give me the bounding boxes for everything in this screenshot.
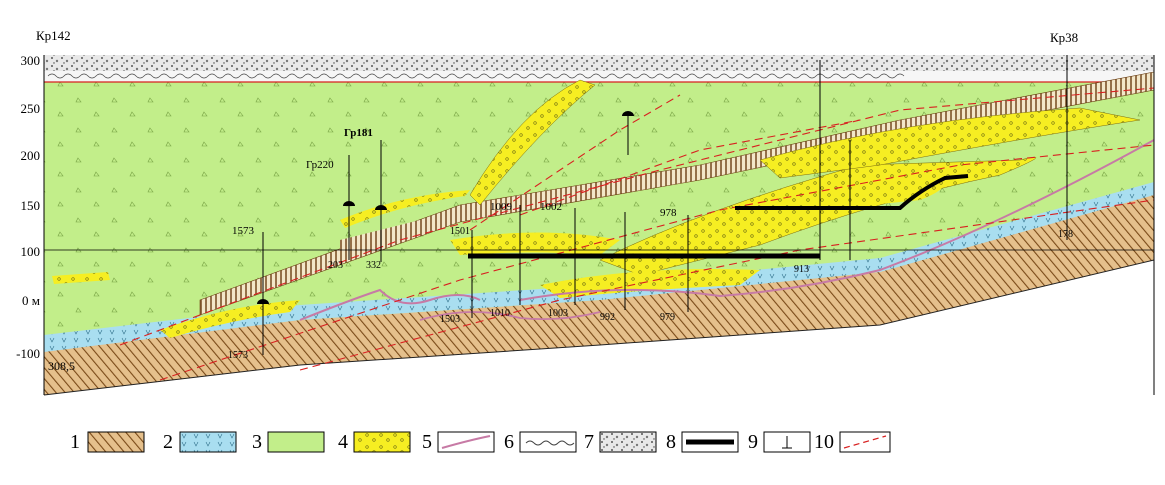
- red-fault-1: [119, 87, 1155, 346]
- wells: [262, 55, 1068, 355]
- yellow-lens-8: [52, 272, 110, 284]
- legend-red-dash: [843, 435, 887, 449]
- well-label-1573-top: 1573: [232, 225, 255, 237]
- well-label-1573-bottom: 1573: [228, 350, 248, 361]
- well-label-979: 979: [660, 312, 675, 323]
- depth-label-300: 300: [21, 53, 41, 68]
- depth-label-150: 150: [21, 198, 41, 213]
- legend-num-3: 3: [252, 431, 262, 453]
- yellow-lens-5: [450, 232, 620, 255]
- bottom-blank: [44, 260, 1154, 395]
- pink-line-3: [419, 311, 601, 321]
- wavy-line: [47, 73, 905, 79]
- depth-label-minus100: -100: [16, 346, 40, 361]
- well-label-kr142: Кр142: [36, 28, 71, 43]
- legend-num-5: 5: [422, 431, 432, 453]
- legend: 1 2 3 4 5 6 7 8 9 10: [70, 431, 891, 453]
- well-label-332: 332: [366, 260, 381, 271]
- yellow-lens-4: [759, 107, 1141, 179]
- well-label-1501: 1501: [450, 226, 470, 237]
- depth-label-100: 100: [21, 244, 41, 259]
- thick-line-2: [735, 174, 969, 210]
- well-label-1009: 1009: [490, 201, 513, 213]
- yellow-lens-7: [160, 300, 300, 338]
- legend-pink-line: [441, 435, 491, 449]
- legend-swatch-4: [353, 431, 411, 453]
- well-label-913: 913: [794, 264, 809, 275]
- depth-label-200: 200: [21, 148, 41, 163]
- legend-swatch-3: [267, 431, 325, 453]
- vertical-hatch-lower: [340, 190, 560, 250]
- well-heads: [257, 111, 634, 304]
- legend-swatch-7: [599, 431, 657, 453]
- well-label-gr220: Гр220: [306, 159, 334, 171]
- legend-wavy-line: [525, 440, 575, 446]
- bottom-boundary: [43, 259, 1155, 396]
- well-label-1503: 1503: [440, 314, 460, 325]
- well-label-1003: 1003: [548, 308, 568, 319]
- well-label-978: 978: [660, 207, 677, 219]
- blue-layer: [44, 182, 1154, 352]
- basement-hatch: [44, 190, 1154, 395]
- legend-num-10: 10: [814, 431, 834, 453]
- legend-swatch-1: [87, 431, 145, 453]
- legend-num-4: 4: [338, 431, 348, 453]
- red-fault-3: [299, 199, 1155, 371]
- gravel-layer: [44, 55, 1154, 71]
- well-label-1002: 1002: [540, 201, 562, 213]
- well-label-308-5: 308,5: [48, 359, 75, 373]
- yellow-lens-1: [469, 79, 596, 206]
- legend-num-8: 8: [666, 431, 676, 453]
- well-label-kr38: Кр38: [1050, 30, 1078, 45]
- depth-label-250: 250: [21, 101, 41, 116]
- red-fault-2: [159, 144, 1155, 381]
- well-label-178: 178: [1058, 229, 1073, 240]
- well-label-1010: 1010: [490, 308, 510, 319]
- well-label-992: 992: [600, 312, 615, 323]
- well-labels: Кр142 Кр38 Гр181 Гр220 1573 1573 1009 10…: [36, 28, 1078, 373]
- red-fault-5: [519, 119, 861, 216]
- wavy-layer: [44, 71, 1154, 82]
- well-label-gr181: Гр181: [344, 127, 373, 139]
- well-label-203: 203: [328, 260, 343, 271]
- red-fault-4: [469, 94, 681, 231]
- legend-num-7: 7: [584, 431, 594, 453]
- legend-swatch-2: [179, 431, 237, 453]
- well-symbol-icon: [782, 436, 792, 449]
- yellow-lens-2: [340, 190, 470, 228]
- depth-label-0: 0 м: [22, 293, 40, 308]
- legend-num-6: 6: [504, 431, 514, 453]
- cross-section: [43, 55, 1155, 396]
- yellow-lens-9: [860, 165, 947, 205]
- legend-num-9: 9: [748, 431, 758, 453]
- pink-line-2: [519, 139, 1155, 301]
- depth-axis-labels: 300 250 200 150 100 0 м -100: [16, 53, 40, 361]
- legend-num-2: 2: [163, 431, 173, 453]
- legend-num-1: 1: [70, 431, 80, 453]
